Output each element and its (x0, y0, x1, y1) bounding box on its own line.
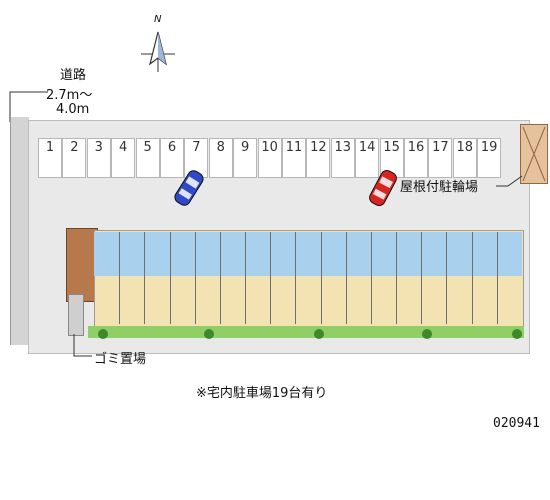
compass: N (138, 14, 178, 74)
road-width-line1: 2.7m～ (46, 88, 93, 103)
parking-stall (306, 138, 331, 178)
parking-stall-number: 12 (310, 140, 327, 155)
parking-stall-number: 11 (285, 140, 303, 155)
blue-car-icon (174, 170, 204, 206)
parking-stall (257, 138, 282, 178)
parking-stall-number: 4 (119, 140, 128, 155)
parking-stall-number: 10 (261, 140, 278, 155)
parking-note: ※宅内駐車場19台有り (196, 386, 328, 401)
unit-divider (471, 232, 473, 324)
parking-stall-number: 14 (358, 140, 376, 155)
north-arrow-icon (141, 31, 175, 72)
parking-stall-number: 8 (216, 140, 225, 155)
road-width-line2: 4.0m (56, 102, 90, 117)
unit-divider (245, 232, 247, 324)
parking-stall-number: 9 (241, 140, 250, 155)
unit-divider (446, 232, 448, 324)
unit-divider (144, 232, 146, 324)
shrub (204, 329, 214, 339)
parking-stall-number: 15 (383, 140, 400, 155)
unit-divider (270, 232, 272, 324)
parking-stall (477, 138, 502, 178)
parking-stall-number: 7 (192, 140, 201, 155)
parking-stall (135, 138, 160, 178)
unit-divider (496, 232, 498, 324)
unit-divider (370, 232, 372, 324)
parking-stall-number: 18 (456, 140, 474, 155)
parking-stall-number: 5 (143, 140, 152, 155)
unit-divider (421, 232, 423, 324)
bike-shelter (520, 124, 548, 184)
unit-divider (119, 232, 121, 324)
property-id: 020941 (493, 416, 540, 431)
road-leader-line (9, 91, 48, 122)
parking-stall (38, 138, 62, 178)
north-label: N (154, 14, 162, 25)
shrub (422, 329, 432, 339)
bike-leader-line (496, 175, 523, 187)
unit-divider (295, 232, 297, 324)
parking-stall (86, 138, 111, 178)
unit-divider (219, 232, 221, 324)
parking-stall-number: 13 (334, 140, 352, 155)
parking-stall-number: 1 (45, 140, 55, 155)
greenery-strip (88, 326, 524, 338)
parking-stall (184, 138, 209, 178)
unit-divider (345, 232, 347, 324)
shrub (314, 329, 324, 339)
parking-stall-number: 3 (94, 140, 103, 155)
unit-divider (169, 232, 171, 324)
apartment-units-upper (94, 232, 522, 276)
parking-stall-number: 6 (167, 140, 177, 155)
road-name: 道路 (60, 68, 87, 83)
unit-divider (194, 232, 196, 324)
garbage-leader-line (73, 334, 92, 357)
parking-stall (355, 138, 380, 178)
parking-stall-number: 2 (70, 140, 79, 155)
parking-stall-number: 17 (432, 140, 449, 155)
parking-stall (428, 138, 453, 178)
parking-stall (111, 138, 136, 178)
unit-divider (396, 232, 398, 324)
road (10, 117, 29, 345)
garbage-area (68, 294, 84, 336)
parking-stall (404, 138, 428, 178)
red-car-icon (369, 169, 397, 207)
unit-divider (320, 232, 322, 324)
parking-stall (62, 138, 87, 178)
garbage-label: ゴミ置場 (94, 352, 147, 367)
bike-shelter-hatch (522, 126, 546, 182)
parking-stall-number: 19 (480, 140, 498, 155)
parking-stall (330, 138, 355, 178)
parking-stall (282, 138, 306, 178)
shrub (512, 329, 522, 339)
parking-stall (233, 138, 258, 178)
parking-stall-number: 16 (407, 140, 425, 155)
parking-stall (208, 138, 233, 178)
parking-stall (452, 138, 477, 178)
shrub (98, 329, 108, 339)
parking-stall (160, 138, 184, 178)
bike-parking-label: 屋根付駐輪場 (400, 180, 479, 195)
